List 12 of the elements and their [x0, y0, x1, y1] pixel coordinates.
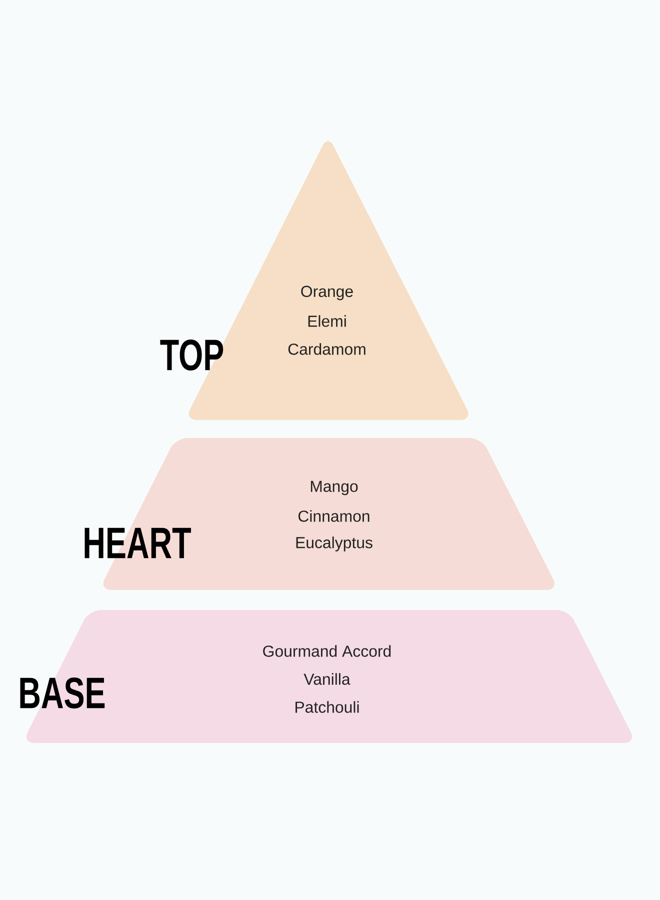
note-text: Vanilla [304, 673, 350, 685]
note-text: Eucalyptus [296, 536, 372, 552]
tier-label: BASE [20, 677, 105, 708]
tier-label: TOP [160, 339, 224, 370]
note-text: Cardamom [288, 343, 366, 355]
note-text: Elemi [308, 315, 346, 327]
note-text: Gourmand Accord [263, 645, 391, 657]
note-text: Mango [310, 480, 358, 496]
note-text: Patchouli [296, 701, 359, 713]
note-text: Cinnamon [298, 510, 370, 522]
note-text: Orange [301, 286, 353, 300]
tier-label: HEART [84, 528, 191, 558]
